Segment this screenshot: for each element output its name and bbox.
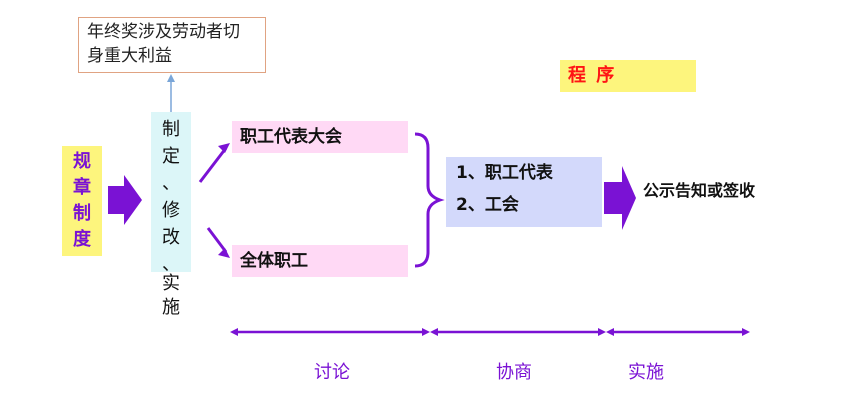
steps-char: 施 <box>162 297 180 318</box>
arrow-to-top-head <box>218 143 230 153</box>
steps-char: 制 <box>162 119 180 140</box>
steps-char: 改 <box>162 227 180 248</box>
steps-char: 实 <box>162 273 180 294</box>
arrow-to-top-line <box>198 147 228 183</box>
note-line-2: 身重大利益 <box>87 46 172 66</box>
arrow-to-bottom-line <box>206 227 228 253</box>
phase-implement: 实施 <box>628 362 664 383</box>
steps-char: 、 <box>162 173 180 194</box>
discussion-bottom-box: 全体职工 <box>232 245 408 277</box>
procedure-label: 程 序 <box>560 60 696 92</box>
negotiation-item-2: 2、工会 <box>456 195 519 215</box>
arrow-to-bottom-head <box>218 248 230 258</box>
rules-char: 制 <box>73 203 91 224</box>
curly-brace <box>414 132 445 268</box>
timeline <box>230 328 750 336</box>
to-result-arrow <box>604 166 636 230</box>
negotiation-item-1: 1、职工代表 <box>456 163 553 183</box>
result-text: 公示告知或签收 <box>643 181 756 200</box>
phase-negotiate: 协商 <box>496 362 532 383</box>
steps-extra: 实 施 <box>151 272 191 320</box>
rules-char: 度 <box>73 229 91 250</box>
steps-char: 、 <box>162 254 180 275</box>
steps-char: 定 <box>162 146 180 167</box>
rules-box: 规 章 制 度 <box>62 146 102 256</box>
rules-to-steps-arrow <box>108 175 142 225</box>
negotiation-box: 1、职工代表 2、工会 <box>446 157 602 227</box>
steps-box: 制 定 、 修 改 、 <box>151 112 191 275</box>
steps-char: 修 <box>162 200 180 221</box>
rules-char: 规 <box>73 151 91 172</box>
note-line-1: 年终奖涉及劳动者切 <box>87 22 240 42</box>
discussion-top-box: 职工代表大会 <box>232 121 408 153</box>
rules-char: 章 <box>73 177 91 198</box>
phase-discuss: 讨论 <box>314 362 350 383</box>
note-box: 年终奖涉及劳动者切 身重大利益 <box>78 17 266 73</box>
note-connector-arrowhead <box>167 74 175 82</box>
